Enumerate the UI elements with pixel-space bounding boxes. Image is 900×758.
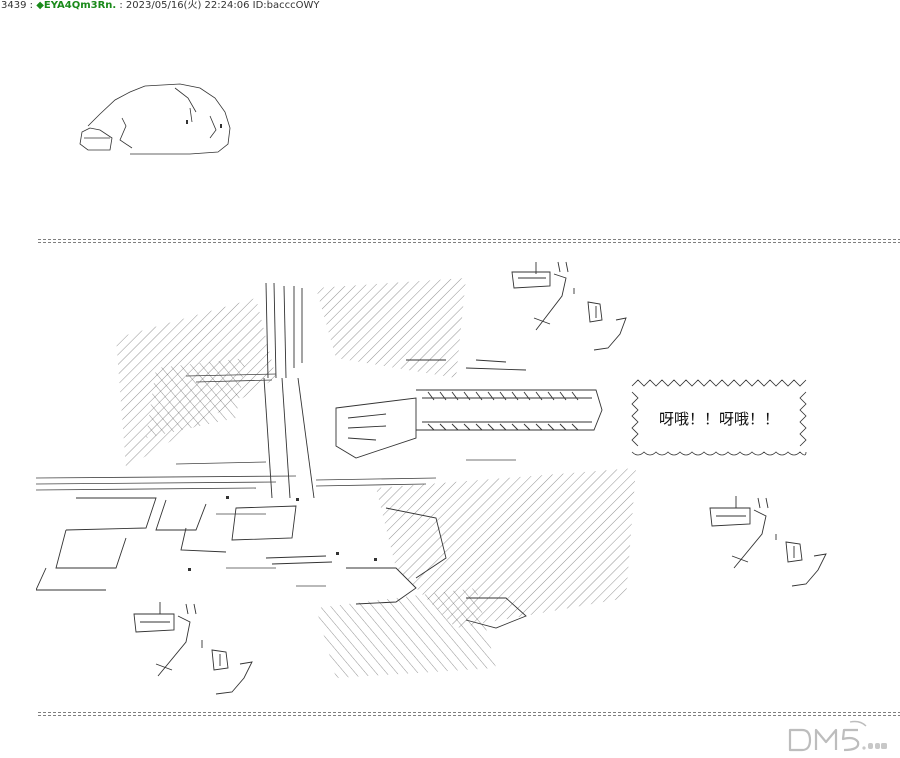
watermark-logo bbox=[788, 720, 888, 752]
post-trip[interactable]: ◆EYA4Qm3Rn. bbox=[36, 0, 117, 11]
dm5-logo-icon bbox=[788, 720, 887, 752]
post-number: 3439 bbox=[1, 0, 27, 11]
speech-box: 呀哦！！呀哦！！ bbox=[630, 378, 808, 460]
action-scene-art bbox=[36, 268, 636, 688]
sfx-art-bottom-left bbox=[132, 600, 262, 700]
post-datetime: : 2023/05/16(火) 22:24:06 ID:bacccOWY bbox=[116, 0, 320, 11]
post-header: 3439 : ◆EYA4Qm3Rn. : 2023/05/16(火) 22:24… bbox=[1, 0, 319, 12]
post-separator: : bbox=[26, 0, 37, 11]
bottom-divider bbox=[38, 710, 900, 718]
speech-text: 呀哦！！呀哦！！ bbox=[658, 410, 779, 428]
sleeping-figure-art bbox=[70, 78, 240, 160]
sfx-art-right bbox=[706, 494, 834, 590]
sfx-art-top bbox=[510, 258, 640, 354]
top-divider bbox=[38, 237, 900, 245]
